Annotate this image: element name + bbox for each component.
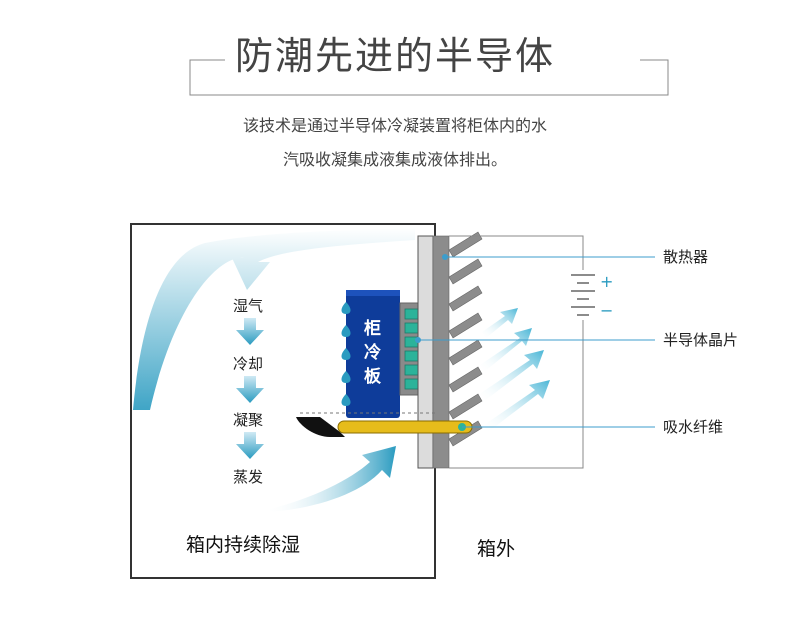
process-arrows (236, 318, 264, 459)
step-evaporate: 蒸发 (233, 468, 263, 486)
callout-semiconductor: 半导体晶片 (663, 331, 738, 349)
circuit-wire (449, 235, 584, 469)
cold-plate-char-2: 冷 (364, 342, 381, 363)
outside-label: 箱外 (477, 538, 515, 560)
drip-tray (296, 417, 345, 437)
cabinet-label: 箱内持续除湿 (186, 534, 300, 556)
water-droplets (341, 302, 351, 406)
heatsink-icon (432, 231, 483, 469)
battery-minus: − (600, 301, 613, 320)
callout-absorbent-fiber: 吸水纤维 (663, 418, 723, 436)
callout-heatsink: 散热器 (663, 248, 708, 266)
step-condense: 凝聚 (233, 411, 263, 429)
title-frame (189, 59, 669, 96)
cold-plate-char-3: 板 (364, 366, 382, 387)
page-title: 防潮先进的半导体 (234, 34, 555, 78)
cold-plate-char-1: 柜 (364, 318, 381, 339)
title-area: 防潮先进的半导体 (0, 0, 790, 110)
battery-plus: + (600, 272, 613, 291)
subtitle-line-2: 汽吸收凝集成液集成液体排出。 (282, 150, 507, 169)
moisture-airflow-curve (133, 228, 415, 410)
step-cooling: 冷却 (233, 355, 263, 373)
outgoing-airflow (478, 308, 550, 432)
battery-icon (571, 270, 595, 320)
bottom-airflow-arrow (265, 446, 396, 512)
absorbent-fiber (337, 420, 473, 434)
subtitle-line-1: 该技术是通过半导体冷凝装置将柜体内的水 (242, 116, 547, 135)
chip-cells (404, 308, 426, 390)
cold-plate (346, 290, 400, 418)
step-moisture: 湿气 (233, 297, 263, 315)
